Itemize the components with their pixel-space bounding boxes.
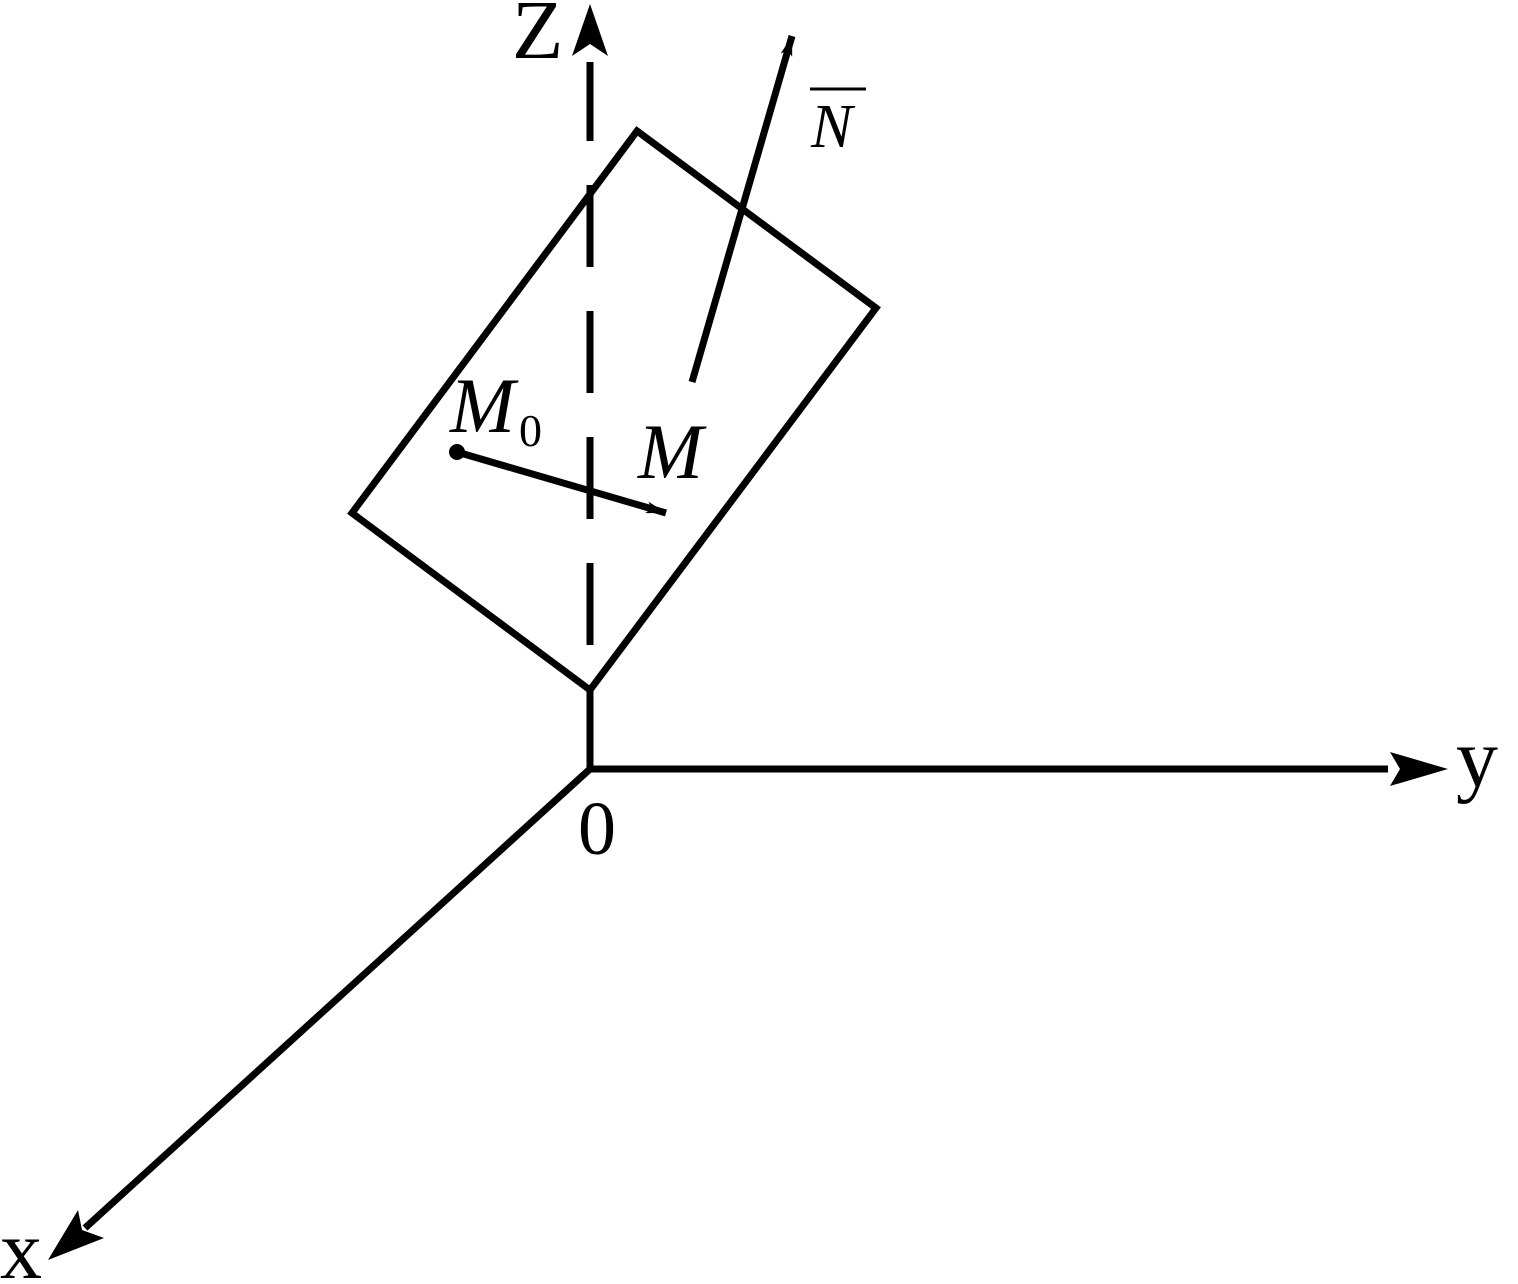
vector-m0-m-arrow	[456, 448, 667, 517]
y-axis-label: y	[1456, 712, 1498, 805]
z-axis-label: Z	[512, 0, 563, 77]
y-axis	[590, 752, 1448, 786]
y-axis-arrowhead	[1390, 752, 1448, 786]
z-axis	[572, 4, 608, 769]
vector-m0-m	[449, 444, 667, 517]
x-axis-label: x	[0, 1204, 42, 1284]
x-axis	[48, 766, 593, 1260]
origin-label: 0	[578, 787, 616, 871]
point-m-label: M	[637, 408, 707, 495]
normal-vector-label-group: N	[810, 87, 866, 161]
normal-vector-label: N	[810, 93, 856, 161]
z-axis-arrowhead	[572, 4, 608, 56]
point-m0-label: M	[449, 362, 519, 449]
x-axis-arrowhead	[48, 1210, 104, 1260]
normal-vector-arrow	[688, 35, 796, 383]
point-m0-subscript: 0	[519, 405, 542, 456]
plane	[347, 126, 881, 695]
